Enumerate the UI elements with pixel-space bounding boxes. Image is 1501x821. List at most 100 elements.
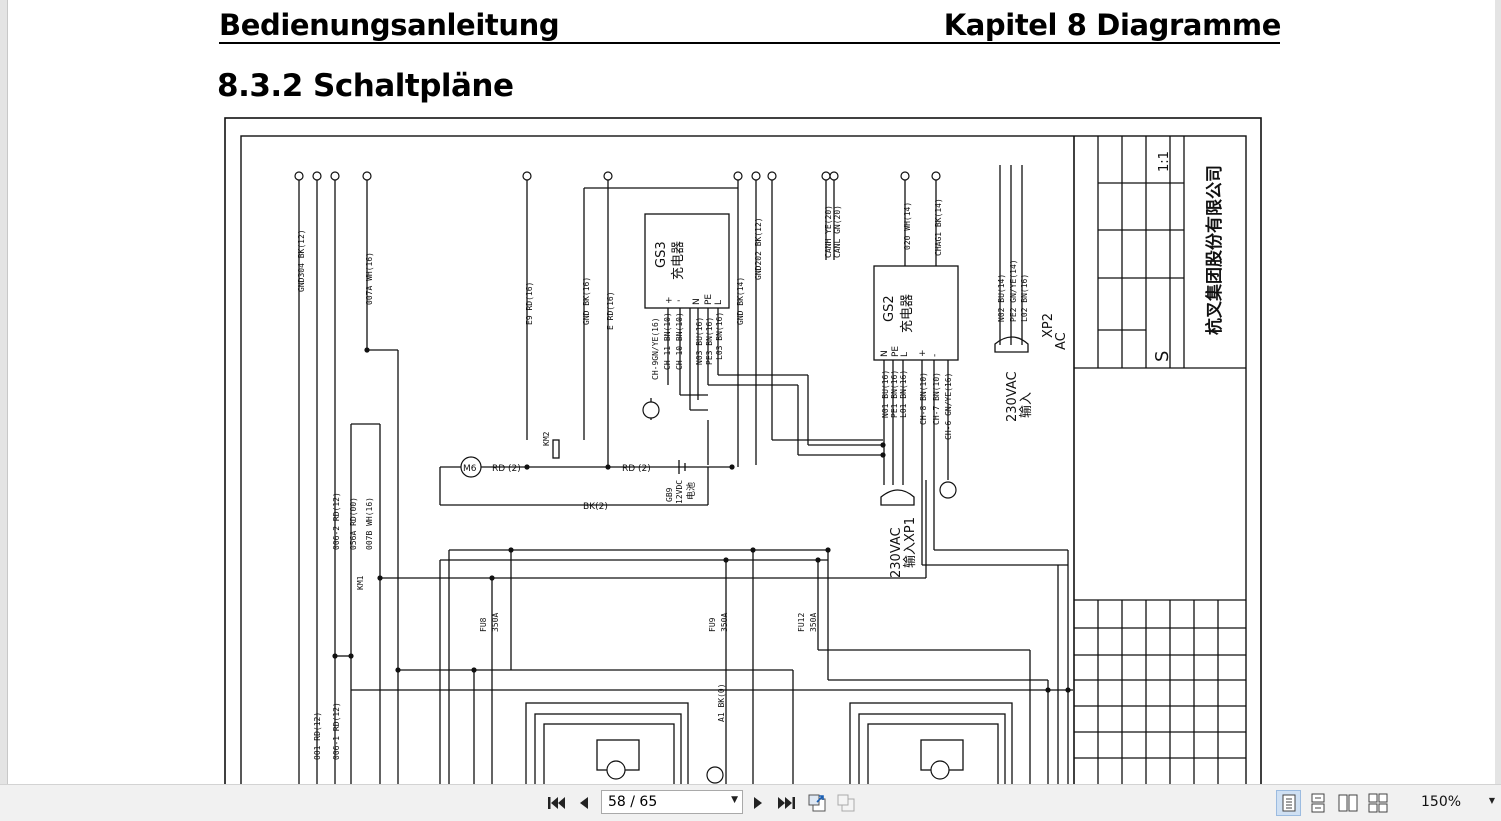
label-gnd-bk16: GND BK(16) (582, 277, 591, 325)
header-chapter-title: Kapitel 8 Diagramme (943, 8, 1282, 42)
label-s: S (1152, 351, 1173, 362)
label-gs2-pin-n: N (880, 350, 890, 357)
label-ch9: CH-9GN/YE(16) (651, 317, 660, 380)
label-020: 020 WH(14) (903, 202, 912, 250)
label-input-ac: 输入 (1018, 392, 1034, 418)
label-gs2-pin-l: L (900, 352, 910, 357)
label-230vac-xp1: 230VAC (889, 527, 904, 578)
label-006-2: 006-2 RD(12) (332, 492, 341, 550)
label-gs2: GS2 (882, 295, 897, 322)
label-gs2-pin-plus: + (918, 349, 928, 357)
label-km2: KM2 (542, 431, 551, 446)
label-006-1: 006-1 RD(12) (332, 702, 341, 760)
continuous-page-icon (1311, 793, 1325, 813)
label-ch8: CH-8 BN(10) (919, 372, 928, 425)
pdf-page: Bedienungsanleitung Kapitel 8 Diagramme … (8, 0, 1495, 784)
label-fu12: FU12 (797, 613, 806, 632)
previous-page-icon (580, 797, 588, 809)
two-page-icon (1338, 794, 1358, 812)
single-page-view-button[interactable] (1276, 790, 1301, 816)
next-page-icon (754, 797, 762, 809)
header-underline (219, 42, 1280, 44)
label-gs3: GS3 (654, 241, 669, 268)
label-gs3-pin-pe: PE (704, 294, 714, 305)
label-scale: 1:1 (1157, 151, 1172, 172)
go-back-view-button[interactable] (806, 791, 830, 815)
label-ch7: CH-7 BN(10) (932, 372, 941, 425)
label-rd2: RD (2) (492, 464, 521, 474)
label-gs3-pin-minus: - (677, 296, 680, 306)
wiring-diagram: GND304 BK(12) 007A WH(16) E9 RD(16) GND … (224, 117, 1262, 784)
label-ch10: CH-10 BN(10) (675, 312, 684, 370)
label-m6: M6 (463, 464, 477, 474)
single-page-icon (1282, 794, 1295, 812)
label-007b: 007B WH(16) (365, 497, 374, 550)
label-xp2: XP2 (1041, 313, 1056, 338)
two-page-continuous-view-button[interactable] (1366, 791, 1390, 815)
label-001: 001 RD(12) (313, 712, 322, 760)
label-l03: L03 BN(16) (715, 312, 724, 360)
page-number-text: 58 / 65 (608, 794, 658, 810)
label-xp1: XP1 (903, 517, 918, 542)
first-page-icon (548, 797, 565, 809)
continuous-view-button[interactable] (1306, 791, 1330, 815)
label-12vdc: 12VDC (675, 480, 684, 504)
chevron-down-icon: ▼ (731, 795, 738, 805)
label-e9: E9 RD(16) (525, 282, 534, 325)
last-page-icon (778, 797, 795, 809)
label-pe3: PE3 BN(16) (705, 317, 714, 365)
label-fu12-rating: 350A (809, 613, 818, 632)
label-fu9: FU9 (708, 617, 717, 632)
next-page-button[interactable] (746, 791, 770, 815)
label-gnd304: GND304 BK(12) (297, 229, 306, 292)
previous-page-button[interactable] (572, 791, 596, 815)
label-n03: N03 BU(16) (695, 317, 704, 365)
go-forward-view-button[interactable] (835, 791, 859, 815)
two-page-view-button[interactable] (1336, 791, 1360, 815)
label-rd2-b: RD (2) (622, 464, 651, 474)
section-title: 8.3.2 Schaltpläne (217, 68, 514, 104)
label-ac: AC (1054, 332, 1069, 350)
pdf-toolbar: 58 / 65 ▼ 150% ▼ (0, 784, 1501, 821)
label-pe1: PE1 BN(16) (890, 370, 899, 418)
zoom-select[interactable]: 150% ▼ (1409, 790, 1499, 816)
label-gs2-pin-pe: PE (891, 346, 901, 357)
label-gb9: GB9 (665, 487, 674, 502)
label-input-xp1: 输入 (902, 542, 918, 568)
viewer-left-edge (0, 0, 8, 784)
label-gs3-pin-plus: + (665, 296, 673, 306)
label-e-rd16: E RD(16) (606, 291, 615, 330)
viewer-right-edge (1494, 0, 1501, 784)
label-a1: A1 BK(0) (717, 683, 726, 722)
first-page-button[interactable] (544, 791, 568, 815)
label-km1: KM1 (356, 575, 365, 590)
label-ch6: CH-6 GN/YE(16) (944, 373, 953, 440)
label-fu8-rating: 350A (491, 613, 500, 632)
zoom-level: 150% (1421, 794, 1462, 810)
label-gs2-charger: 充电器 (899, 294, 915, 333)
label-canh: CANH YE(20) (824, 205, 833, 258)
label-l01: L01 BN(16) (899, 370, 908, 418)
page-number-select[interactable]: 58 / 65 ▼ (601, 790, 743, 814)
label-l02: L02 BN(16) (1020, 274, 1029, 322)
label-gs3-charger: 充电器 (670, 241, 686, 280)
label-gnd202: GND202 BK(12) (754, 217, 763, 280)
label-pe2: PE2 GN/YE(14) (1009, 259, 1018, 322)
label-n01: N01 BU(16) (881, 370, 890, 418)
label-n02: N02 BU(14) (997, 274, 1006, 322)
label-battery: 电池 (685, 482, 697, 500)
company-name: 杭叉集团股份有限公司 (1204, 165, 1225, 335)
label-fu8: FU8 (479, 617, 488, 632)
next-view-icon (837, 794, 855, 812)
label-chag1: CHAG1 BK(14) (934, 198, 943, 256)
label-fu9-rating: 350A (720, 613, 729, 632)
label-gs3-pin-n: N (692, 298, 702, 305)
chevron-down-icon: ▼ (1488, 796, 1495, 805)
label-gnd-bk14: GND BK(14) (736, 277, 745, 325)
label-gs3-pin-l: L (714, 300, 724, 305)
label-ch11: CH-11 BN(10) (663, 312, 672, 370)
document-viewer[interactable]: Bedienungsanleitung Kapitel 8 Diagramme … (0, 0, 1501, 784)
previous-view-icon (808, 794, 826, 812)
last-page-button[interactable] (775, 791, 799, 815)
label-007a: 007A WH(16) (365, 252, 374, 305)
